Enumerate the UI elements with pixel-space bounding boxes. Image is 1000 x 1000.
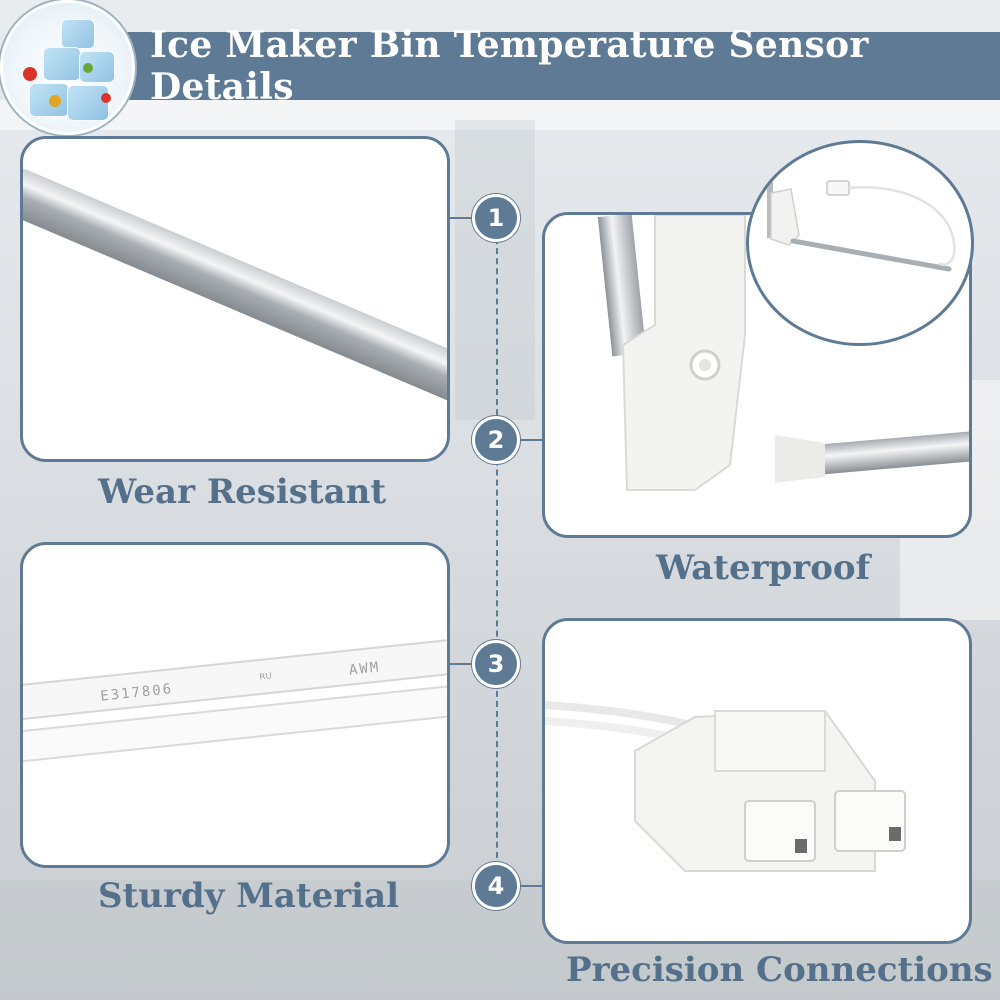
ice-cube-icon <box>67 85 109 121</box>
metal-rod-image <box>23 168 447 403</box>
sturdy-material-photo-card: E317806 ᴿᵁ AWM <box>20 542 450 868</box>
ice-cube-icon <box>61 19 95 49</box>
ice-cube-icon <box>79 51 115 83</box>
step-badge-3: 3 <box>472 640 520 688</box>
ice-cube-icon <box>43 47 81 81</box>
precision-connections-photo-card <box>542 618 972 944</box>
cable-print-type: AWM <box>348 659 381 678</box>
connector-line <box>520 439 544 441</box>
berry-icon <box>101 93 111 103</box>
background-cabinet <box>455 120 535 420</box>
feature-caption-precision-connections: Precision Connections <box>566 950 993 990</box>
feature-caption-wear-resistant: Wear Resistant <box>98 472 387 512</box>
connector-plug-image <box>545 701 906 872</box>
cable-image: E317806 ᴿᵁ AWM <box>23 637 447 763</box>
cable-print-code: E317806 <box>100 681 174 705</box>
connector-line <box>448 663 474 665</box>
connector-line <box>448 217 474 219</box>
feature-caption-sturdy-material: Sturdy Material <box>98 876 400 916</box>
wear-resistant-photo-card <box>20 136 450 462</box>
strawberry-icon <box>23 67 37 81</box>
step-badge-4: 4 <box>472 862 520 910</box>
background-ceiling <box>0 100 1000 130</box>
orange-icon <box>49 95 61 107</box>
cable-print-mark: ᴿᵁ <box>259 671 273 688</box>
page-title: Ice Maker Bin Temperature Sensor Details <box>150 24 869 108</box>
lime-icon <box>83 63 93 73</box>
step-badge-1: 1 <box>472 194 520 242</box>
header-banner: Ice Maker Bin Temperature Sensor Details <box>110 24 1000 108</box>
feature-caption-waterproof: Waterproof <box>656 548 871 588</box>
ice-cubes-logo <box>0 0 135 135</box>
sensor-housing-image <box>597 215 969 491</box>
connector-line <box>520 885 544 887</box>
step-badge-2: 2 <box>472 416 520 464</box>
full-sensor-inset <box>746 140 974 346</box>
feature-timeline <box>496 218 498 888</box>
full-sensor-image <box>767 178 956 272</box>
